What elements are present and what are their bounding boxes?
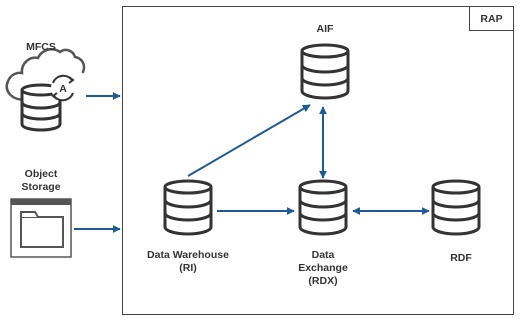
data-exchange-label-line2: Exchange	[298, 262, 348, 274]
rdf-database-icon	[431, 179, 481, 236]
data-exchange-label-line3: (RDX)	[308, 275, 337, 287]
aif-database-icon	[300, 43, 350, 100]
data-warehouse-label-line1: Data Warehouse	[147, 249, 229, 261]
mfcs-badge-letter: A	[59, 83, 67, 95]
aif-label: AIF	[317, 23, 335, 35]
mfcs-icon: A	[5, 48, 86, 132]
data-exchange-database-icon	[298, 179, 348, 236]
rap-container	[122, 6, 514, 315]
folder-icon	[10, 198, 72, 258]
rdf-label: RDF	[450, 252, 472, 264]
data-warehouse-database-icon	[163, 179, 213, 236]
data-exchange-label-line1: Data	[312, 249, 335, 261]
object-storage-label-line1: Object	[25, 168, 58, 180]
object-storage-label-line2: Storage	[21, 181, 60, 193]
mfcs-label: MFCS	[26, 41, 56, 53]
arrow-data-warehouse-to-aif	[187, 104, 311, 177]
rap-label-box	[469, 6, 514, 31]
data-warehouse-label-line2: (RI)	[179, 262, 197, 274]
rap-label: RAP	[480, 13, 502, 25]
